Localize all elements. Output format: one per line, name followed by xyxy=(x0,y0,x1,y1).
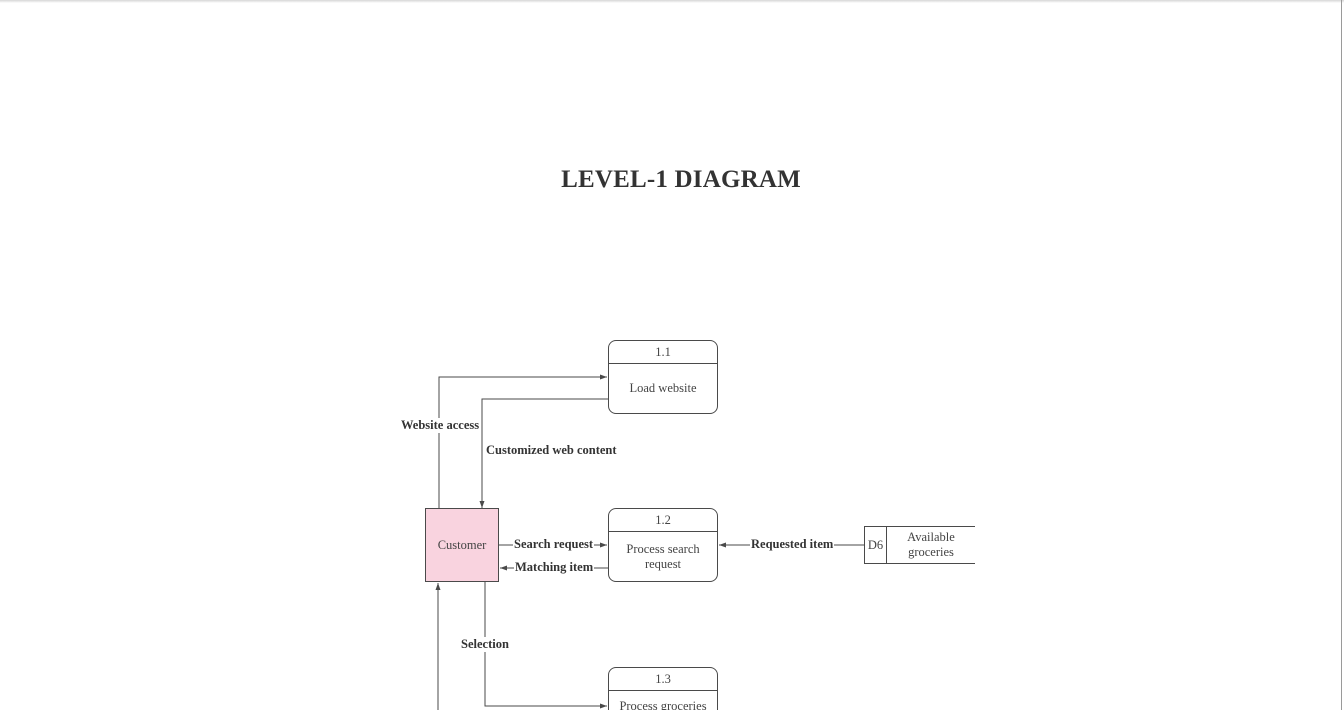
data-store-d6-name-text: Available groceries xyxy=(907,530,955,559)
process-1-2-name: Process search request xyxy=(626,541,700,571)
process-1-3-id: 1.3 xyxy=(609,668,717,691)
flow-website-access-line xyxy=(438,374,607,509)
flow-label-customized-web-content: Customized web content xyxy=(485,443,618,458)
process-1-3[interactable]: 1.3 Process groceries xyxy=(608,667,718,710)
flow-label-matching-item: Matching item xyxy=(514,560,595,575)
flow-label-search-request: Search request xyxy=(513,537,595,552)
process-1-1-name: Load website xyxy=(629,381,697,395)
flow-customized-web-content-line xyxy=(479,398,608,508)
process-1-3-name: Process groceries xyxy=(619,699,707,710)
flow-label-requested-item: Requested item xyxy=(750,537,835,552)
process-1-2[interactable]: 1.2 Process search request xyxy=(608,508,718,582)
top-edge-shadow xyxy=(0,0,1344,3)
flow-selection-line xyxy=(484,582,607,709)
diagram-title: LEVEL-1 DIAGRAM xyxy=(561,166,801,193)
process-1-1[interactable]: 1.1 Load website xyxy=(608,340,718,414)
data-store-d6[interactable]: D6 Available groceries xyxy=(864,526,975,564)
data-store-d6-name: Available groceries xyxy=(887,527,975,563)
external-entity-customer[interactable]: Customer xyxy=(425,508,499,582)
page-right-border xyxy=(1341,0,1342,710)
entity-customer-label: Customer xyxy=(437,537,487,552)
flow-label-selection: Selection xyxy=(460,637,510,652)
flow-label-website-access: Website access xyxy=(400,418,481,433)
process-1-1-id: 1.1 xyxy=(609,341,717,364)
data-store-d6-id: D6 xyxy=(865,527,887,563)
process-1-2-id: 1.2 xyxy=(609,509,717,532)
